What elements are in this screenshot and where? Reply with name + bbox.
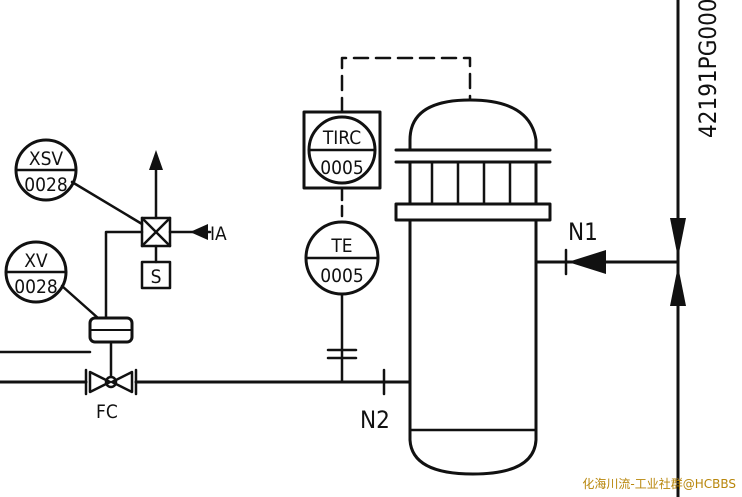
xv-function: XV: [24, 250, 48, 272]
te-stem: [326, 292, 358, 384]
n1-inlet-line: [534, 218, 686, 306]
te-function: TE: [330, 235, 352, 257]
signal-line-tirc: [340, 56, 472, 114]
tirc-function: TIRC: [322, 127, 361, 149]
drawing-number: 42191PG000: [694, 0, 722, 138]
te-number: 0005: [320, 265, 364, 287]
main-process-line: [0, 350, 412, 396]
reactor-vessel: [394, 98, 552, 476]
tirc-number: 0005: [320, 157, 364, 179]
border-arrow-down: [670, 218, 686, 258]
watermark: 化海川流-工业社群@HCBBS: [582, 476, 736, 491]
xv-instrument: [4, 240, 100, 320]
ia-supply-arrow: [190, 224, 208, 240]
fc-control-valve: [84, 316, 138, 396]
fc-label: FC: [96, 401, 118, 423]
nozzle-n1-label: N1: [568, 218, 598, 246]
xsv-instrument: [14, 138, 144, 226]
tirc-instrument: [302, 110, 382, 190]
xsv-function: XSV: [29, 148, 64, 170]
xsv-solenoid-valve: [140, 150, 212, 290]
border-arrow-up: [670, 266, 686, 306]
vent-arrow-icon: [149, 150, 163, 170]
xsv-number: 0028: [24, 174, 68, 196]
xsv-leader-line: [70, 180, 144, 226]
solenoid-label: S: [151, 266, 162, 288]
n1-flow-arrow: [568, 250, 606, 274]
solenoid-box: [140, 260, 172, 290]
xv-leader-line: [60, 284, 100, 320]
ia-label: IA: [210, 223, 227, 245]
pneumatic-line: [104, 230, 144, 320]
xv-number: 0028: [14, 276, 58, 298]
nozzle-n2-label: N2: [360, 406, 390, 434]
